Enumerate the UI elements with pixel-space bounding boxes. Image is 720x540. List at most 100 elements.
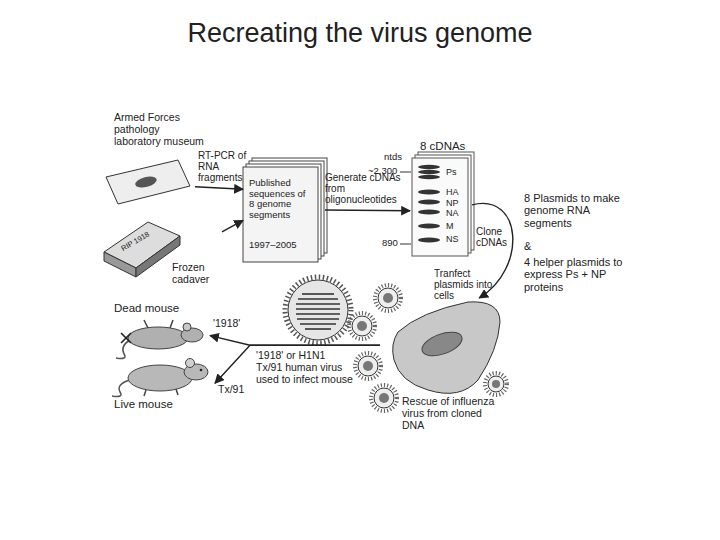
illustration-node: 8 cDNAs (410, 140, 472, 258)
arrow-label: RT-PCR of RNA fragments (198, 150, 250, 184)
mouse-tail (116, 340, 130, 359)
mouse-ear (183, 323, 191, 331)
node-heading: Armed Forces pathology laboratory museum (114, 112, 204, 147)
virus-spikes (355, 353, 381, 379)
virus-core (357, 321, 367, 331)
node-heading: 8 cDNAs (420, 140, 490, 153)
virus-core (363, 361, 373, 371)
node-heading: RIP 1918 (120, 226, 159, 253)
small-virus (371, 385, 397, 411)
small-virus (375, 285, 401, 311)
mouse-body (128, 365, 192, 391)
annotation-label: NS (446, 234, 468, 244)
arrow-label: Clone cDNAs (476, 226, 520, 248)
rna-segment (305, 328, 331, 330)
rna-segment (296, 308, 340, 310)
node-text: Frozen cadaver (172, 262, 222, 286)
gel-band (418, 190, 440, 195)
arrow-label: '1918' (213, 318, 253, 330)
mouse-ear (186, 359, 195, 368)
virus-core (383, 293, 393, 303)
coffin-side (104, 252, 136, 277)
size-tick (400, 244, 411, 245)
annotation-label: 4 helper plasmids to express Ps + NP pro… (524, 256, 628, 293)
gel-band (418, 175, 440, 179)
annotation-label: 890 (382, 238, 412, 249)
flow-arrow (222, 220, 243, 232)
annotation-label: Tranfect plasmids into cells (434, 268, 500, 302)
virus-spikes (485, 373, 507, 395)
annotation-label: & (524, 240, 544, 252)
node-heading: Rescue of influenza virus from cloned DN… (402, 396, 506, 431)
arrow-label: Generate cDNAs from oligonucleotides (325, 172, 413, 206)
rna-segments (296, 294, 340, 329)
illustration-node: Dead mouse (110, 302, 210, 358)
rna-segment (296, 313, 340, 315)
mouse-leg (144, 390, 146, 396)
mouse-leg (170, 320, 173, 328)
mouse-leg (176, 389, 178, 395)
annotation-label: 8 Plasmids to make genome RNA segments (524, 192, 620, 229)
gel-band (418, 165, 440, 169)
annotation-label: NA (446, 208, 468, 218)
virus-spikes (375, 285, 401, 311)
rna-segment (300, 323, 336, 325)
gel-band (418, 238, 440, 243)
annotation-label: '1918' or H1N1 Tx/91 human virus used to… (256, 350, 354, 385)
virus-particle (488, 376, 504, 392)
arrow-label: Tx/91 (218, 384, 258, 396)
virus-core (379, 393, 389, 403)
illustration-node: RIP 1918Frozen cadaver (100, 222, 222, 288)
small-virus (349, 313, 375, 339)
page-sheet (243, 167, 318, 262)
rna-segment (302, 293, 334, 295)
annotation-label: M (446, 221, 468, 231)
flow-arrow (325, 209, 410, 211)
virus-spikes (371, 385, 397, 411)
illustration-node: Armed Forces pathology laboratory museum (100, 112, 195, 200)
gel-band (418, 210, 440, 215)
virus-particle (358, 356, 378, 376)
host-cell (393, 302, 500, 394)
tissue-sample (134, 174, 158, 189)
mouse-tail (112, 380, 130, 397)
node-text: 1997–2005 (249, 240, 315, 251)
gel-band (418, 224, 440, 229)
dead-mark (121, 333, 131, 343)
gel-band (418, 200, 440, 205)
annotation-label: NP (446, 198, 468, 208)
dead-mark (121, 333, 131, 343)
flow-arrow (210, 336, 380, 346)
size-tick (400, 172, 411, 173)
virus-particle (288, 280, 348, 340)
cell-nucleus (419, 327, 465, 360)
flow-arrow (195, 187, 243, 189)
virus-spikes (285, 277, 351, 343)
virus-spikes (349, 313, 375, 339)
rna-segment (297, 318, 339, 320)
glass-slide (106, 160, 190, 204)
small-virus (355, 353, 381, 379)
virus-particle (378, 288, 398, 308)
gel-sheet (412, 158, 468, 256)
illustration-node: Rescue of influenza virus from cloned DN… (380, 298, 540, 433)
annotation-label: Ps (446, 167, 468, 177)
mouse-body (128, 327, 188, 349)
rna-segment (298, 298, 338, 300)
node-heading: Dead mouse (114, 302, 204, 315)
illustration-node: Live mouse (110, 358, 215, 414)
virus-core (492, 380, 500, 388)
mouse-eye (200, 369, 203, 372)
title: Recreating the virus genome (0, 18, 720, 48)
illustration-node: Published sequences of 8 genome segments… (243, 158, 325, 262)
node-heading: Published sequences of 8 genome segments (249, 178, 313, 221)
rna-segment (296, 303, 340, 305)
annotation-label: ntds (384, 152, 414, 163)
virus-particle (374, 388, 394, 408)
mouse-leg (144, 320, 148, 328)
node-heading: Live mouse (114, 398, 204, 411)
annotation-label: HA (446, 187, 468, 197)
